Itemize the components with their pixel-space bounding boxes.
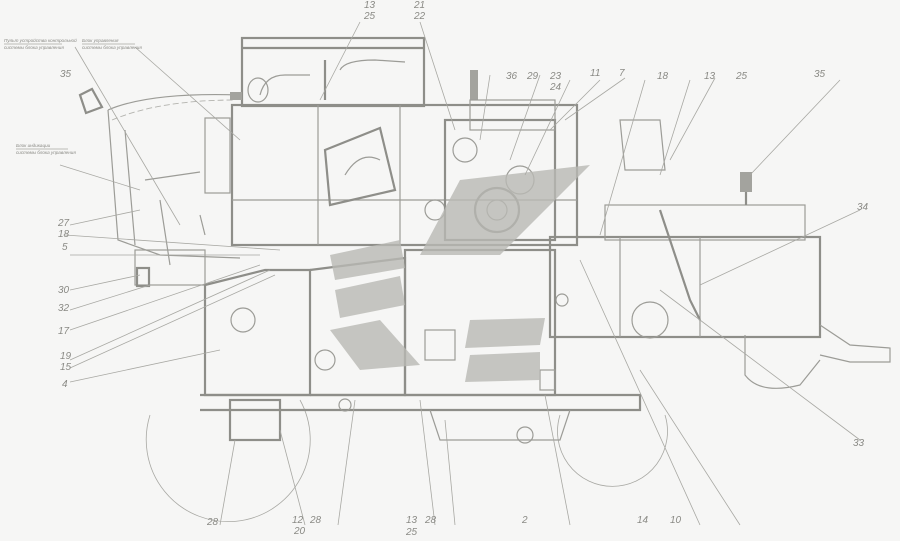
svg-text:36: 36 (506, 71, 518, 82)
svg-text:системы блока управления: системы блока управления (82, 45, 142, 50)
svg-text:23: 23 (549, 71, 562, 82)
svg-text:11: 11 (590, 68, 600, 79)
svg-text:35: 35 (814, 69, 826, 80)
svg-text:29: 29 (526, 71, 539, 82)
svg-text:2: 2 (521, 515, 528, 526)
svg-text:28: 28 (424, 515, 437, 526)
rear-wheel (557, 414, 668, 487)
svg-text:28: 28 (206, 517, 219, 528)
front-wheel (145, 399, 311, 522)
svg-text:12: 12 (292, 515, 304, 526)
svg-text:13: 13 (704, 71, 716, 82)
callouts: 13 25 21 22 36 29 23 24 11 7 18 13 25 35… (57, 0, 869, 538)
cab (78, 87, 241, 288)
svg-text:системы блока управления: системы блока управления (16, 150, 76, 155)
svg-text:7: 7 (619, 68, 625, 79)
svg-text:28: 28 (309, 515, 322, 526)
svg-text:Блок индикации: Блок индикации (16, 143, 51, 148)
svg-text:17: 17 (58, 326, 70, 337)
svg-text:24: 24 (549, 82, 562, 93)
svg-text:25: 25 (363, 11, 376, 22)
svg-text:13: 13 (364, 0, 376, 11)
svg-text:14: 14 (637, 515, 649, 526)
svg-text:Блок управления: Блок управления (82, 38, 119, 43)
svg-text:33: 33 (853, 438, 865, 449)
annotation-notes: Пульт устройства контрольной системы бло… (4, 37, 142, 155)
svg-text:19: 19 (60, 351, 72, 362)
rear-section (548, 119, 891, 389)
svg-text:Пульт устройства контрольной: Пульт устройства контрольной (4, 37, 77, 43)
svg-text:25: 25 (405, 527, 418, 538)
logo-watermark (330, 165, 590, 382)
svg-text:35: 35 (60, 69, 72, 80)
svg-text:21: 21 (413, 0, 425, 11)
svg-text:30: 30 (58, 285, 70, 296)
svg-text:15: 15 (60, 362, 72, 373)
svg-text:13: 13 (406, 515, 418, 526)
svg-text:22: 22 (413, 11, 426, 22)
svg-text:10: 10 (670, 515, 682, 526)
svg-text:системы блока управления: системы блока управления (4, 45, 64, 50)
svg-text:32: 32 (58, 303, 70, 314)
svg-text:27: 27 (57, 218, 70, 229)
svg-text:18: 18 (58, 229, 70, 240)
leader-lines (59, 21, 861, 526)
svg-text:25: 25 (735, 71, 748, 82)
svg-text:5: 5 (62, 242, 68, 253)
svg-text:34: 34 (857, 202, 869, 213)
grain-tank (230, 36, 426, 108)
svg-text:18: 18 (657, 71, 669, 82)
svg-text:4: 4 (62, 379, 68, 390)
svg-text:20: 20 (293, 526, 306, 537)
